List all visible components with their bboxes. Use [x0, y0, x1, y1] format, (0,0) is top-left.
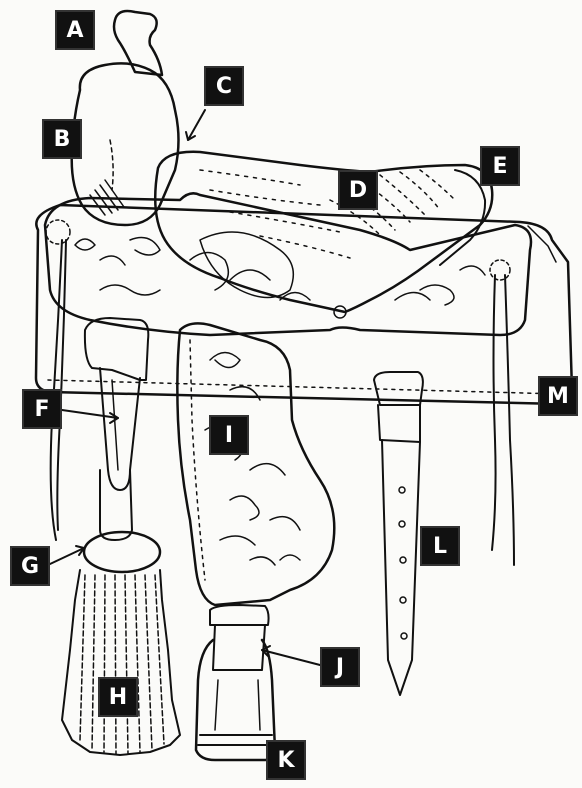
label-e: E: [480, 146, 520, 186]
buckle-keeper: [378, 405, 420, 442]
strap-hole-2: [399, 521, 405, 527]
label-a: A: [55, 10, 95, 50]
flank-strap: [382, 440, 420, 695]
right-string: [492, 275, 514, 565]
skirt-stitching: [48, 380, 560, 394]
label-g: G: [10, 546, 50, 586]
label-i: I: [209, 415, 249, 455]
label-c: C: [204, 66, 244, 106]
leader-line-f: [62, 410, 118, 418]
label-d: D: [338, 170, 378, 210]
leader-line-g: [50, 548, 84, 564]
label-m: M: [538, 376, 578, 416]
strap-hole-5: [401, 633, 407, 639]
leader-line-c: [188, 110, 205, 140]
stirrup-inner: [215, 680, 260, 730]
saddle-seat: [155, 152, 492, 312]
stirrup-strap: [213, 625, 265, 670]
label-f: F: [22, 389, 62, 429]
stirrup-tread: [198, 735, 274, 745]
right-rosette: [490, 260, 510, 280]
label-l: L: [420, 526, 460, 566]
tassel-strands: [80, 575, 164, 754]
strap-hole-3: [400, 557, 406, 563]
label-h: H: [98, 677, 138, 717]
saddle-jockey: [45, 193, 531, 335]
label-j: J: [320, 647, 360, 687]
strap-hole-1: [399, 487, 405, 493]
label-b: B: [42, 119, 82, 159]
stirrup-leather: [210, 605, 269, 625]
latigo-strap: [100, 368, 140, 490]
strap-hole-4: [400, 597, 406, 603]
label-k: K: [266, 740, 306, 780]
cinch-ring: [84, 532, 160, 572]
saddle-fender: [177, 323, 334, 605]
saddle-skirt: [36, 205, 572, 404]
skirt-edge-line: [528, 226, 556, 262]
saddle-swell: [72, 63, 179, 225]
swell-stitch: [110, 140, 113, 190]
billet: [100, 470, 132, 540]
